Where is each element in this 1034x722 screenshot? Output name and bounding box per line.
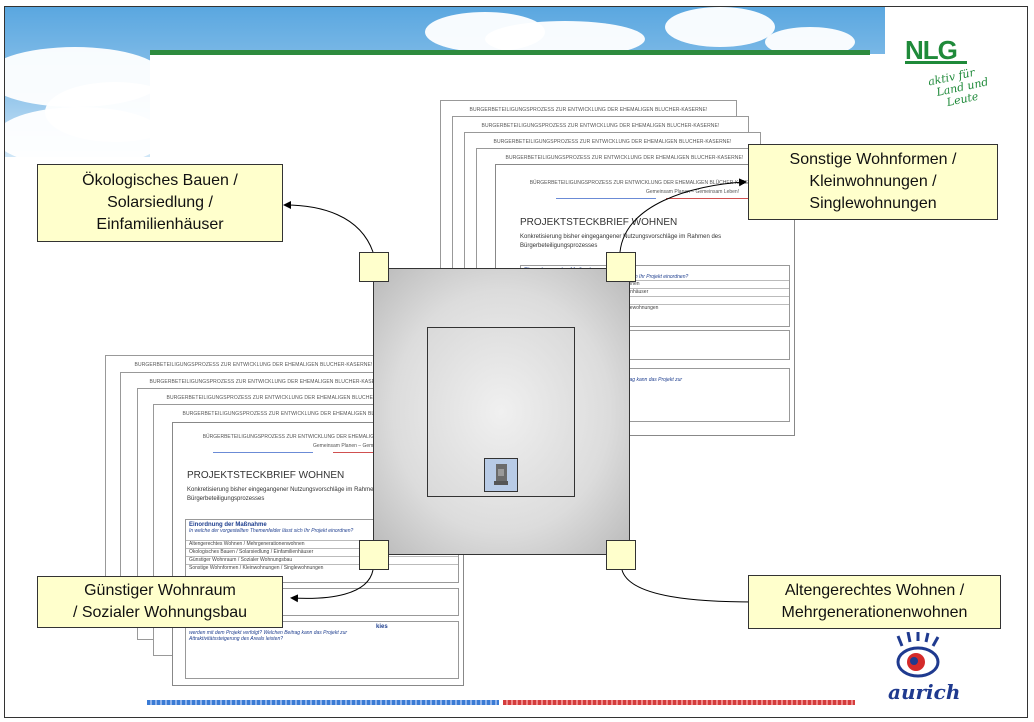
aurich-logo-text: aurich: [888, 680, 961, 704]
nlg-logo-text: NLG: [905, 35, 958, 65]
corner-marker-bottom-left: [359, 540, 389, 570]
label-sonstige-wohnformen: Sonstige Wohnformen / Kleinwohnungen / S…: [748, 144, 998, 220]
user-icon: [484, 458, 518, 492]
nlg-logo: NLG: [905, 35, 977, 65]
corner-marker-top-left: [359, 252, 389, 282]
title-underline: [150, 50, 870, 55]
aurich-logo: aurich: [888, 632, 960, 712]
footer-stripe-blue: [147, 700, 499, 705]
central-panel: [373, 268, 630, 555]
label-altengerechtes-wohnen: Altengerechtes Wohnen / Mehrgenerationen…: [748, 575, 1001, 629]
nlg-logo-bar: [905, 61, 967, 64]
corner-marker-bottom-right: [606, 540, 636, 570]
eye-icon: [896, 632, 940, 678]
label-oekologisches-bauen: Ökologisches Bauen / Solarsiedlung / Ein…: [37, 164, 283, 242]
central-inner-panel: [427, 327, 575, 497]
corner-marker-top-right: [606, 252, 636, 282]
footer-stripe-red: [503, 700, 855, 705]
slide-frame: [4, 6, 1028, 718]
label-guenstiger-wohnraum: Günstiger Wohnraum / Sozialer Wohnungsba…: [37, 576, 283, 628]
